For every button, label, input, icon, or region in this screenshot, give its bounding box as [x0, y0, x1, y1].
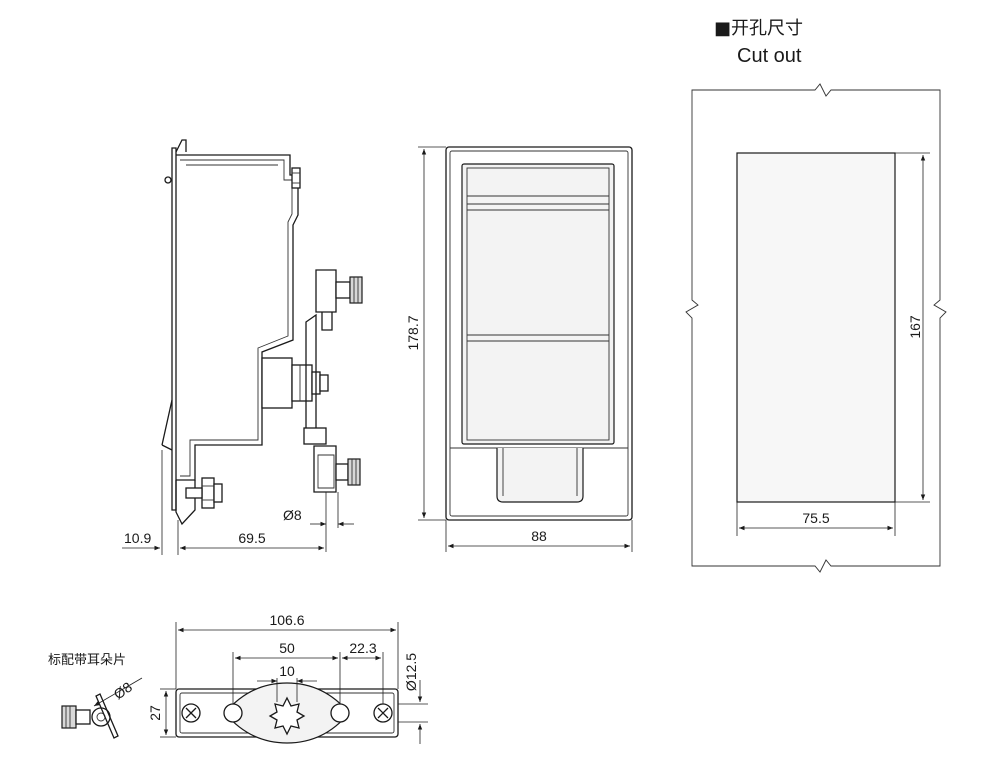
side-depth-dim: 69.5: [238, 530, 265, 546]
cutout-title-cn: ■开孔尺寸: [714, 18, 803, 39]
cutout-title-en: Cut out: [737, 45, 802, 67]
cutout-height-dim: 167: [907, 315, 923, 339]
bottom-inner-dim: 50: [279, 640, 295, 656]
cutout-panel-outline: [685, 83, 947, 573]
ear-piece-label: 标配带耳朵片: [48, 653, 126, 668]
bottom-overall-dim: 106.6: [269, 612, 304, 628]
side-lock-cylinder: [261, 357, 293, 409]
cutout-rectangle: [736, 152, 896, 503]
bottom-view: 106.6 50 22.3 10 27 Ø12.5: [147, 612, 428, 744]
bottom-hub-dim: 10: [279, 663, 295, 679]
side-body: [176, 154, 299, 481]
side-view: Ø8 10.9 69.5: [122, 139, 363, 555]
front-handle-cover: [461, 163, 615, 445]
ear-plate: [95, 693, 119, 739]
ear-bolt-head: [61, 705, 77, 729]
bottom-height-dim: 27: [147, 705, 163, 721]
bottom-hole-diameter-dim: Ø12.5: [403, 653, 419, 691]
ear-piece-view: 标配带耳朵片 Ø8: [48, 653, 143, 739]
side-diameter-dim: Ø8: [283, 507, 302, 523]
front-finger-tab: [496, 448, 584, 503]
front-width-dim: 88: [531, 528, 547, 544]
side-offset-dim: 10.9: [124, 530, 151, 546]
bottom-hole-offset-dim: 22.3: [349, 640, 376, 656]
cutout-width-dim: 75.5: [802, 510, 829, 526]
front-height-dim: 178.7: [405, 315, 421, 350]
side-lower-latch: [313, 445, 337, 493]
cutout-view: ■开孔尺寸 Cut out 167 75.5: [685, 18, 947, 573]
side-flange: [171, 147, 177, 511]
ear-diameter-dim: Ø8: [111, 679, 136, 703]
front-view: 178.7 88: [405, 146, 633, 552]
bottom-hub-star: [268, 696, 306, 736]
side-upper-latch: [315, 269, 337, 313]
